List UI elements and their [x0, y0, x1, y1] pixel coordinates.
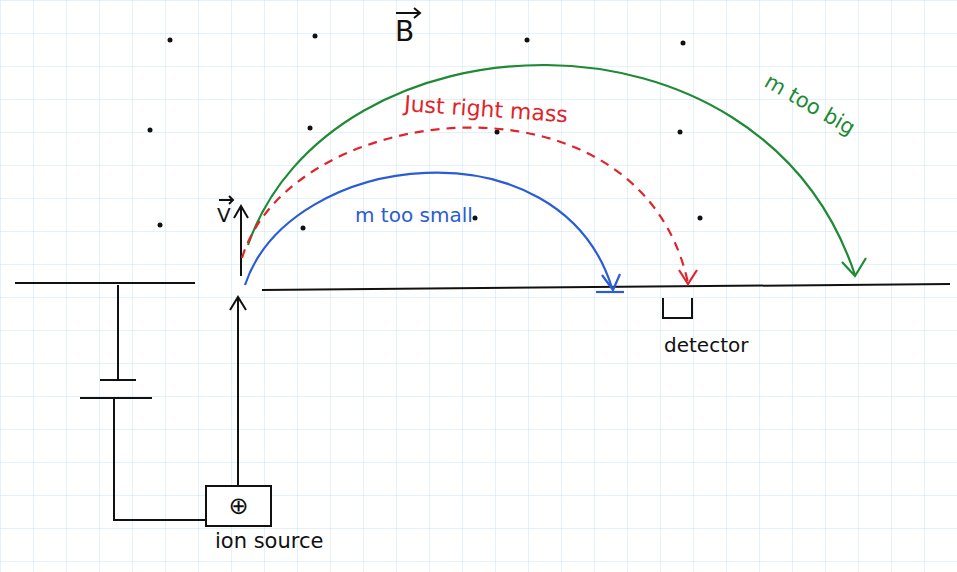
detector-bracket [663, 298, 692, 318]
trajectory-label: m too small [355, 204, 473, 226]
charge-symbol: ⊕ [228, 494, 248, 518]
velocity-label: V [217, 204, 231, 226]
field-label: B [395, 17, 414, 48]
beam-arrow [230, 297, 246, 485]
node-heading: ion source [215, 529, 323, 553]
ion-source-box: ⊕ion source [205, 485, 272, 527]
part-label: detector [664, 334, 748, 356]
field-dots [148, 34, 703, 231]
plates [15, 283, 950, 290]
battery-circuit [80, 285, 205, 520]
trajectories [242, 65, 866, 292]
